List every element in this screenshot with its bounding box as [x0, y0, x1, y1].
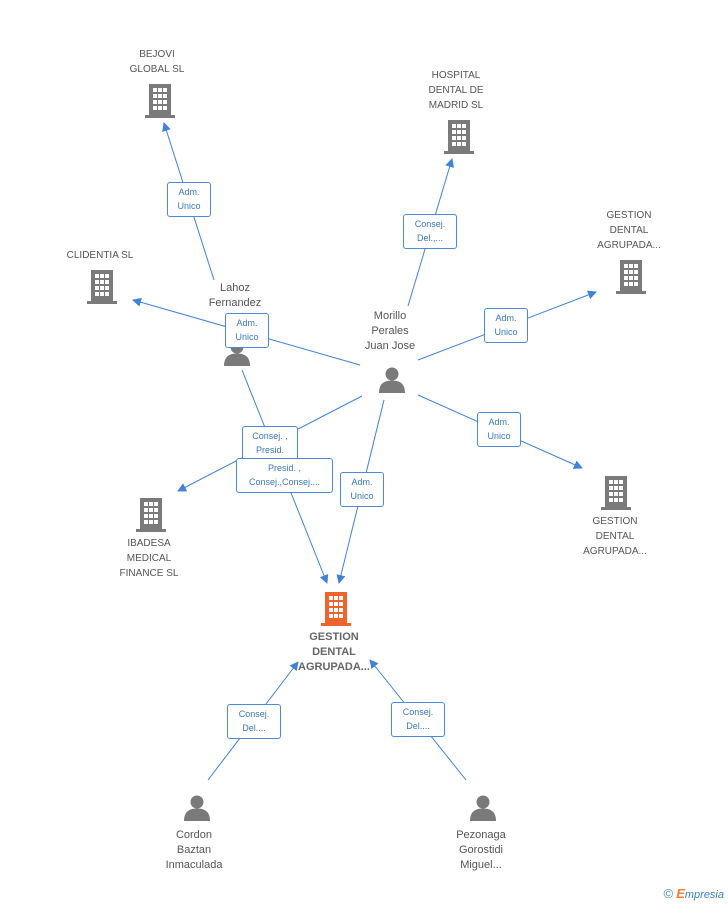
gestion-rt-building-icon[interactable]: [616, 260, 646, 294]
role-morillo-main[interactable]: Adm. Unico: [340, 472, 384, 507]
copyright-icon: ©: [663, 886, 674, 901]
edges: [132, 122, 597, 781]
bejovi-building-icon[interactable]: [145, 84, 175, 118]
morillo-person-icon[interactable]: [379, 367, 405, 394]
role-morillo-gestion-rb[interactable]: Adm. Unico: [477, 412, 521, 447]
hospital-building-icon[interactable]: [444, 120, 474, 154]
role-lahoz-main[interactable]: Presid. , Consej.,Consej....: [236, 458, 333, 493]
bejovi-label[interactable]: BEJOVI GLOBAL SL: [129, 49, 185, 75]
role-lahoz-bejovi[interactable]: Adm. Unico: [167, 182, 211, 217]
brand-initial: E: [676, 886, 685, 901]
role-morillo-hospital[interactable]: Consej. Del.,...: [403, 214, 457, 249]
cordon-person-icon[interactable]: [184, 795, 210, 822]
role-pezonaga-main[interactable]: Consej. Del....: [391, 702, 445, 737]
ibadesa-building-icon[interactable]: [136, 498, 166, 532]
pezonaga-person-icon[interactable]: [470, 795, 496, 822]
gestion-rb-label[interactable]: GESTION DENTAL AGRUPADA...: [583, 516, 647, 557]
role-lahoz-clidentia[interactable]: Adm. Unico: [225, 313, 269, 348]
empresia-logo[interactable]: © Empresia: [664, 886, 724, 901]
role-cordon-main[interactable]: Consej. Del....: [227, 704, 281, 739]
role-morillo-gestion-rt[interactable]: Adm. Unico: [484, 308, 528, 343]
clidentia-building-icon[interactable]: [87, 270, 117, 304]
gestion-main-building-icon[interactable]: [321, 592, 351, 626]
clidentia-label[interactable]: CLIDENTIA SL: [66, 250, 134, 261]
morillo-label[interactable]: Morillo Perales Juan Jose: [364, 310, 416, 352]
gestion-main-label[interactable]: GESTION DENTAL AGRUPADA...: [298, 631, 370, 673]
cordon-label[interactable]: Cordon Baztan Inmaculada: [165, 829, 223, 871]
gestion-rb-building-icon[interactable]: [601, 476, 631, 510]
ibadesa-label[interactable]: IBADESA MEDICAL FINANCE SL: [119, 538, 179, 579]
pezonaga-label[interactable]: Pezonaga Gorostidi Miguel...: [456, 829, 506, 871]
brand-name: mpresia: [684, 889, 724, 901]
role-morillo-ibadesa[interactable]: Consej. , Presid.: [242, 426, 298, 461]
hospital-label[interactable]: HOSPITAL DENTAL DE MADRID SL: [428, 70, 484, 111]
gestion-rt-label[interactable]: GESTION DENTAL AGRUPADA...: [597, 210, 661, 251]
